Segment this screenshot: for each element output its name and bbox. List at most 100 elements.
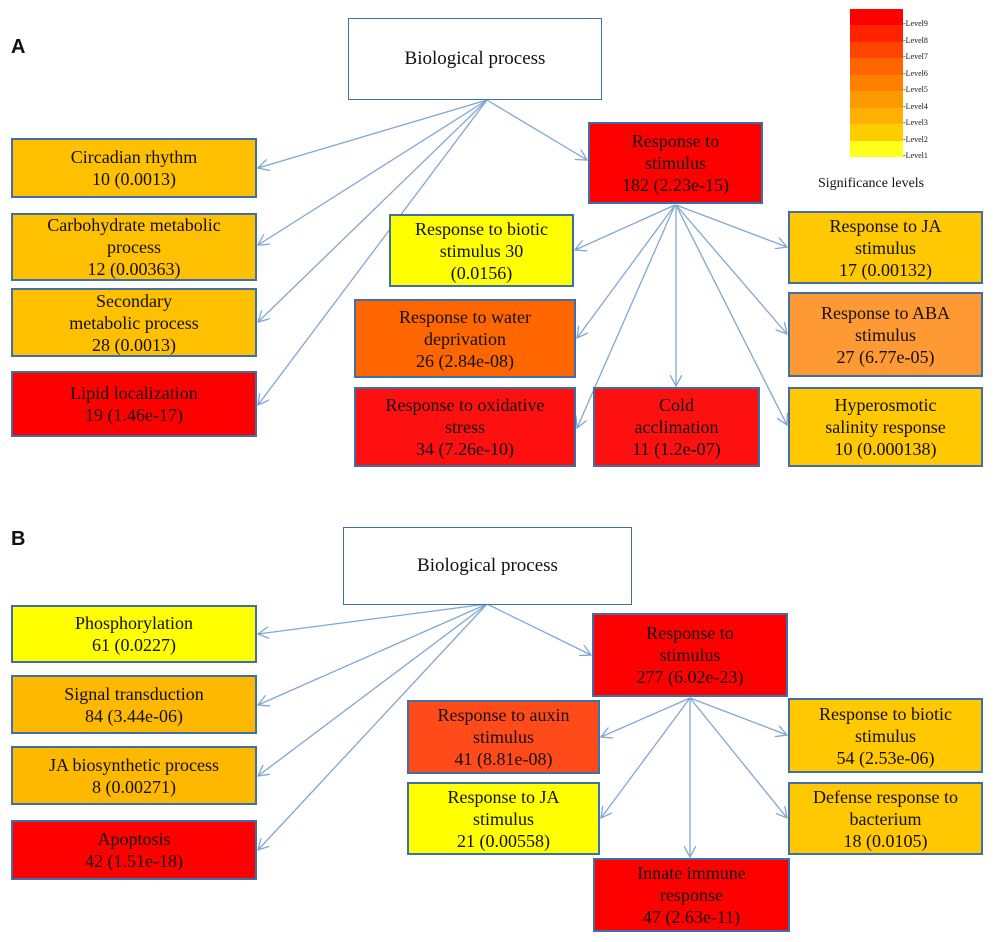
legend-level-label: Level2 (903, 135, 928, 144)
node-text-line: 19 (1.46e-17) (85, 405, 183, 425)
legend-level-label: Level6 (903, 69, 928, 78)
node-text-line: metabolic process (69, 312, 199, 333)
node-text-line: stimulus (472, 808, 534, 829)
node-text-line: 28 (0.0013) (92, 334, 176, 355)
legend-level-label: Level3 (903, 118, 928, 127)
node-text-line: stimulus (644, 153, 706, 173)
legend-swatch (850, 107, 903, 125)
legend-level-label: Level4 (903, 102, 928, 111)
node-text-line: 42 (1.51e-18) (85, 851, 183, 871)
node-text-line: Response to biotic (415, 218, 548, 239)
node-text-line: 11 (1.2e-07) (632, 439, 721, 459)
panel-b-label: B (11, 528, 26, 550)
node-text-line: 26 (2.84e-08) (416, 350, 514, 371)
node-text-line: 18 (0.0105) (843, 830, 928, 851)
significance-color-scale (850, 9, 903, 157)
node-text-line: Response to auxin (437, 705, 570, 725)
node-text-line: 41 (8.81e-08) (454, 749, 553, 769)
legend-swatch (850, 25, 903, 42)
node-text-line: 54 (2.53e-06) (836, 747, 935, 768)
legend-swatch (850, 58, 903, 75)
legend-swatch (850, 74, 903, 92)
legend-level-label: Level9 (903, 19, 928, 28)
node-text-line: 47 (2.63e-11) (642, 907, 741, 927)
node-text-line: 17 (0.00132) (839, 259, 932, 280)
node-text-line: Response to biotic (819, 703, 952, 724)
panel-a-label: A (11, 36, 26, 58)
node-text-line: response (660, 885, 723, 905)
node-text-line: Response to JA (829, 215, 942, 236)
node-text-line: Defense response to (813, 786, 958, 807)
node-text-line: 34 (7.26e-10) (416, 439, 514, 459)
node-text-line: stimulus (854, 725, 916, 746)
node-text-line: deprivation (424, 328, 506, 349)
legend-swatch (850, 124, 903, 141)
node-text-line: 12 (0.00363) (87, 259, 181, 279)
node-text-line: Response to water (399, 306, 531, 327)
node-text-line: 10 (0.0013) (92, 169, 176, 189)
node-text-line: Secondary (96, 290, 172, 311)
node-text-line: stimulus (854, 324, 916, 345)
node-text-line: stimulus 30 (439, 240, 524, 261)
node-text-line: salinity response (825, 417, 946, 437)
node-text-line: stimulus (472, 727, 534, 747)
node-text-line: Phosphorylation (74, 613, 193, 633)
node-text-line: Signal transduction (64, 683, 204, 704)
node-text-line: 8 (0.00271) (92, 776, 176, 797)
node-text-line: 27 (6.77e-05) (836, 346, 935, 367)
legend-title: Significance levels (818, 176, 925, 191)
arrows-panel-a (258, 99, 787, 428)
node-text-line: Innate immune (637, 863, 746, 883)
node-text-line: acclimation (634, 417, 719, 437)
root-node-a: Biological process (348, 18, 602, 100)
legend-level-label: Level1 (903, 151, 928, 160)
node-text-line: 21 (0.00558) (457, 830, 550, 851)
node-text-line: process (107, 237, 161, 257)
node-label: Biological process (404, 48, 546, 69)
node-text-line: stress (445, 417, 485, 437)
node-text-line: (0.0156) (450, 262, 513, 283)
legend-swatch (850, 91, 903, 108)
node-text-line: Circadian rhythm (70, 147, 198, 167)
node-text-line: Response to (646, 623, 734, 643)
node-text-line: Response to JA (447, 786, 560, 807)
root-node-b: Biological process (343, 527, 632, 605)
node-text-line: 61 (0.0227) (92, 635, 176, 655)
node-text-line: 277 (6.02e-23) (636, 667, 744, 687)
node-text-line: 84 (3.44e-06) (85, 705, 183, 726)
node-text-line: 10 (0.000138) (834, 439, 937, 459)
node-text-line: Hyperosmotic (834, 395, 937, 415)
node-text-line: Apoptosis (97, 829, 171, 849)
arrows-panel-b (258, 603, 787, 857)
node-text-line: bacterium (849, 808, 922, 829)
legend-level-label: Level7 (903, 52, 928, 61)
legend-swatch (850, 41, 903, 59)
node-text-line: 182 (2.23e-15) (622, 175, 729, 195)
node-text-line: stimulus (659, 645, 721, 665)
node-text-line: Response to (631, 131, 720, 151)
legend-level-label: Level8 (903, 36, 928, 45)
node-text-line: Lipid localization (70, 383, 198, 403)
